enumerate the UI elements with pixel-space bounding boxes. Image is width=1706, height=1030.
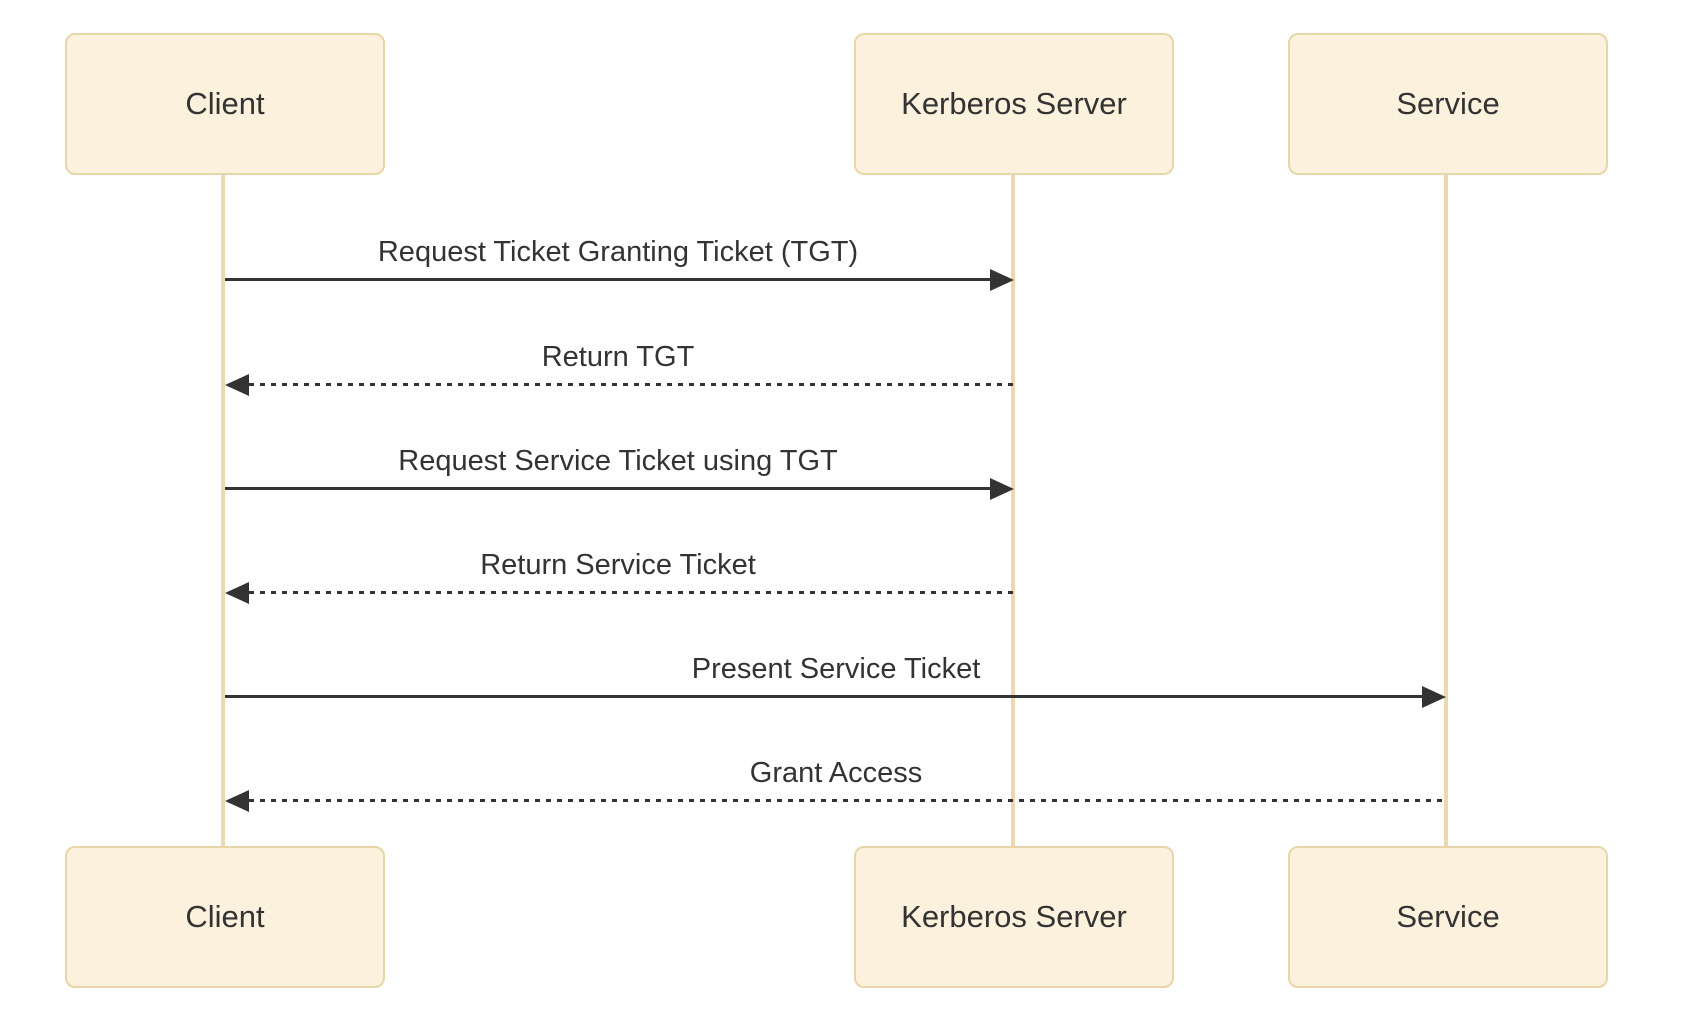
actor-label-client: Client — [185, 899, 265, 934]
message-label-return-service-ticket: Return Service Ticket — [480, 549, 756, 581]
arrowhead-left-icon — [225, 374, 249, 396]
lifeline-kerberos-server — [1011, 175, 1015, 846]
actor-box-service-top: Service — [1288, 33, 1608, 175]
actor-box-kerberos-server-bottom: Kerberos Server — [854, 846, 1174, 988]
message-line-return-service-ticket — [249, 591, 1014, 594]
actor-label-client: Client — [185, 86, 265, 121]
lifeline-client — [221, 175, 225, 846]
lifeline-service — [1444, 175, 1448, 846]
actor-box-service-bottom: Service — [1288, 846, 1608, 988]
arrowhead-right-icon — [990, 478, 1014, 500]
actor-label-kerberos-server: Kerberos Server — [901, 899, 1127, 934]
actor-box-client-bottom: Client — [65, 846, 385, 988]
arrowhead-left-icon — [225, 790, 249, 812]
actor-label-service: Service — [1396, 899, 1500, 934]
arrowhead-right-icon — [1422, 686, 1446, 708]
message-label-present-service-ticket: Present Service Ticket — [691, 653, 981, 685]
actor-box-client-top: Client — [65, 33, 385, 175]
message-label-return-tgt: Return TGT — [541, 341, 695, 373]
arrowhead-right-icon — [990, 269, 1014, 291]
arrowhead-left-icon — [225, 582, 249, 604]
actor-label-kerberos-server: Kerberos Server — [901, 86, 1127, 121]
message-line-return-tgt — [249, 383, 1014, 386]
message-line-grant-access — [249, 799, 1446, 802]
message-label-grant-access: Grant Access — [749, 757, 923, 789]
message-label-request-service-ticket: Request Service Ticket using TGT — [398, 445, 838, 477]
message-line-request-tgt — [225, 278, 990, 281]
actor-label-service: Service — [1396, 86, 1500, 121]
actor-box-kerberos-server-top: Kerberos Server — [854, 33, 1174, 175]
message-line-request-service-ticket — [225, 487, 990, 490]
message-line-present-service-ticket — [225, 695, 1422, 698]
message-label-request-tgt: Request Ticket Granting Ticket (TGT) — [377, 236, 859, 268]
